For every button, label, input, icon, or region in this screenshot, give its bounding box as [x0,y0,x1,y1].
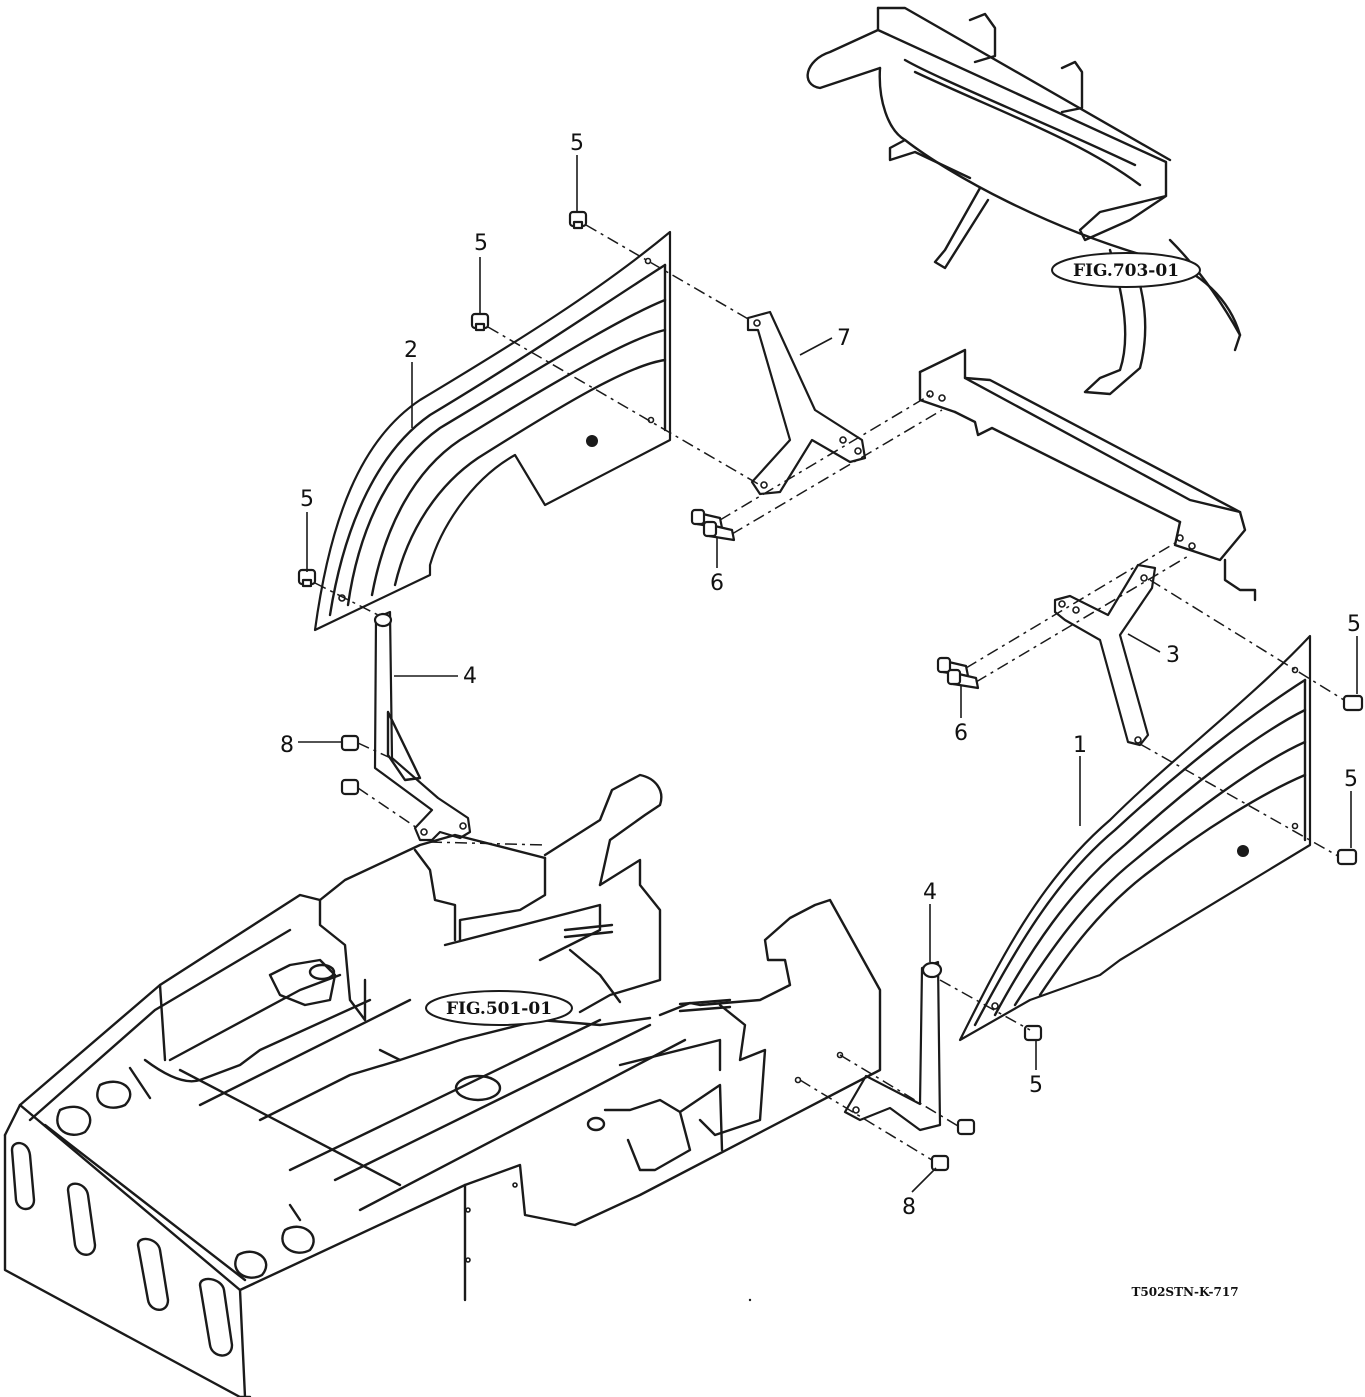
callout-label: 8 [280,733,294,758]
callout-label: 6 [710,571,724,596]
upper-frame-assembly [806,6,1242,396]
callout-label: 4 [923,880,937,905]
lower-chassis [3,773,882,1397]
bolt-6a [690,508,736,542]
drawing-code: T502STN-K-717 [1131,1285,1238,1299]
bolt-5d [1342,694,1364,712]
stay-part-4-right [843,960,943,1132]
callout-label: 7 [837,326,851,351]
callout-label: 5 [1347,612,1361,637]
reference-label-upper: FIG.703-01 [1073,261,1179,281]
callout-label: 4 [463,664,477,689]
bracket-part-7 [746,310,867,496]
fender-part-1 [958,634,1312,1042]
callouts: 1 2 3 4 4 5 5 5 5 5 5 6 6 7 8 8 [280,131,1361,1220]
callout-label: 6 [954,721,968,746]
bolt-8c [956,1118,976,1136]
callout-label: 5 [474,231,488,256]
bolt-5e [1336,848,1358,866]
bolt-8a [340,734,360,752]
leader-lines [298,155,1358,1193]
callout-label: 5 [1344,767,1358,792]
assembly-lines [314,224,1345,1161]
callout-label: 5 [300,487,314,512]
callout-label: 1 [1073,733,1087,758]
bolts [297,210,1364,1172]
reference-fig-703[interactable]: FIG.703-01 [1051,252,1201,288]
reference-fig-501[interactable]: FIG.501-01 [425,990,573,1026]
callout-label: 3 [1166,643,1180,668]
bolt-5c [297,568,317,588]
bolt-6b [936,656,980,690]
bolt-5f [1023,1024,1043,1042]
bolt-5b [470,312,490,332]
bolt-5a [568,210,588,230]
callout-label: 2 [404,338,418,363]
fender-part-2 [313,230,672,632]
callout-label: 8 [902,1195,916,1220]
stay-part-4-left [373,610,472,842]
middle-rail-assembly [918,348,1257,602]
bolt-8b [340,778,360,796]
bracket-part-3 [1053,563,1157,747]
bolt-8d [930,1154,950,1172]
reference-label-lower: FIG.501-01 [446,999,552,1019]
callout-label: 5 [570,131,584,156]
callout-label: 5 [1029,1073,1043,1098]
